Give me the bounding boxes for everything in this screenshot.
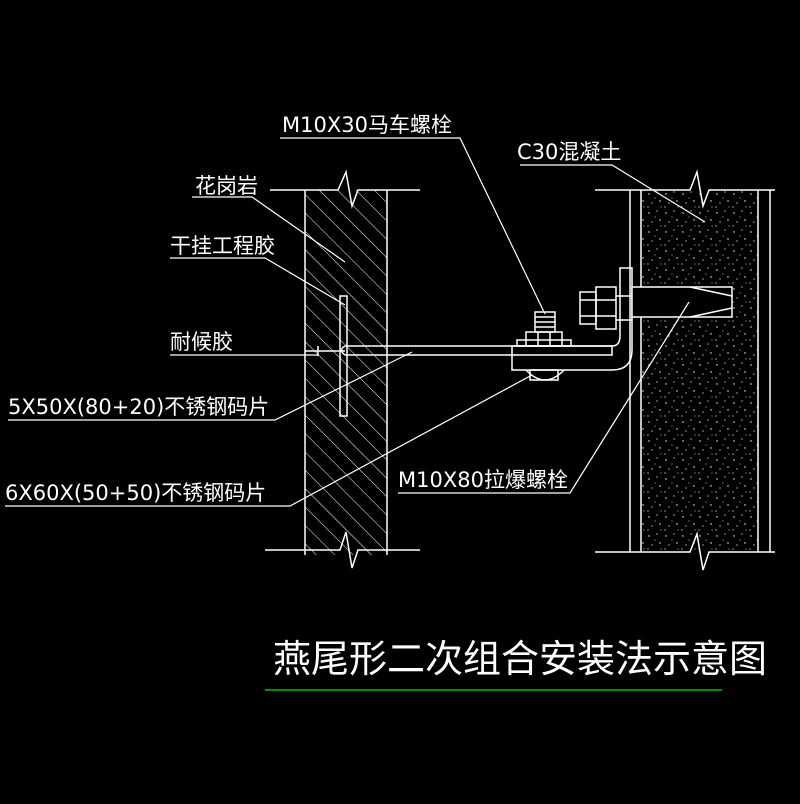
granite-slab [265, 169, 420, 569]
steel-bracket [305, 267, 633, 417]
label-concrete: C30混凝土 [517, 140, 621, 164]
concrete-wall [595, 169, 775, 571]
label-carriage-bolt: M10X30马车螺栓 [282, 113, 452, 137]
drawing-title: 燕尾形二次组合安装法示意图 [273, 637, 767, 681]
leader-lines [5, 137, 706, 507]
label-dry-hang-glue: 干挂工程胶 [170, 234, 275, 258]
label-plate-6x60: 6X60X(50+50)不锈钢码片 [5, 481, 266, 505]
label-weather-glue: 耐候胶 [170, 330, 233, 354]
label-granite: 花岗岩 [195, 174, 258, 198]
carriage-bolt [516, 311, 572, 381]
expansion-bolt [579, 286, 733, 330]
label-expansion-bolt: M10X80拉爆螺栓 [398, 468, 568, 492]
label-plate-5x50: 5X50X(80+20)不锈钢码片 [8, 395, 269, 419]
